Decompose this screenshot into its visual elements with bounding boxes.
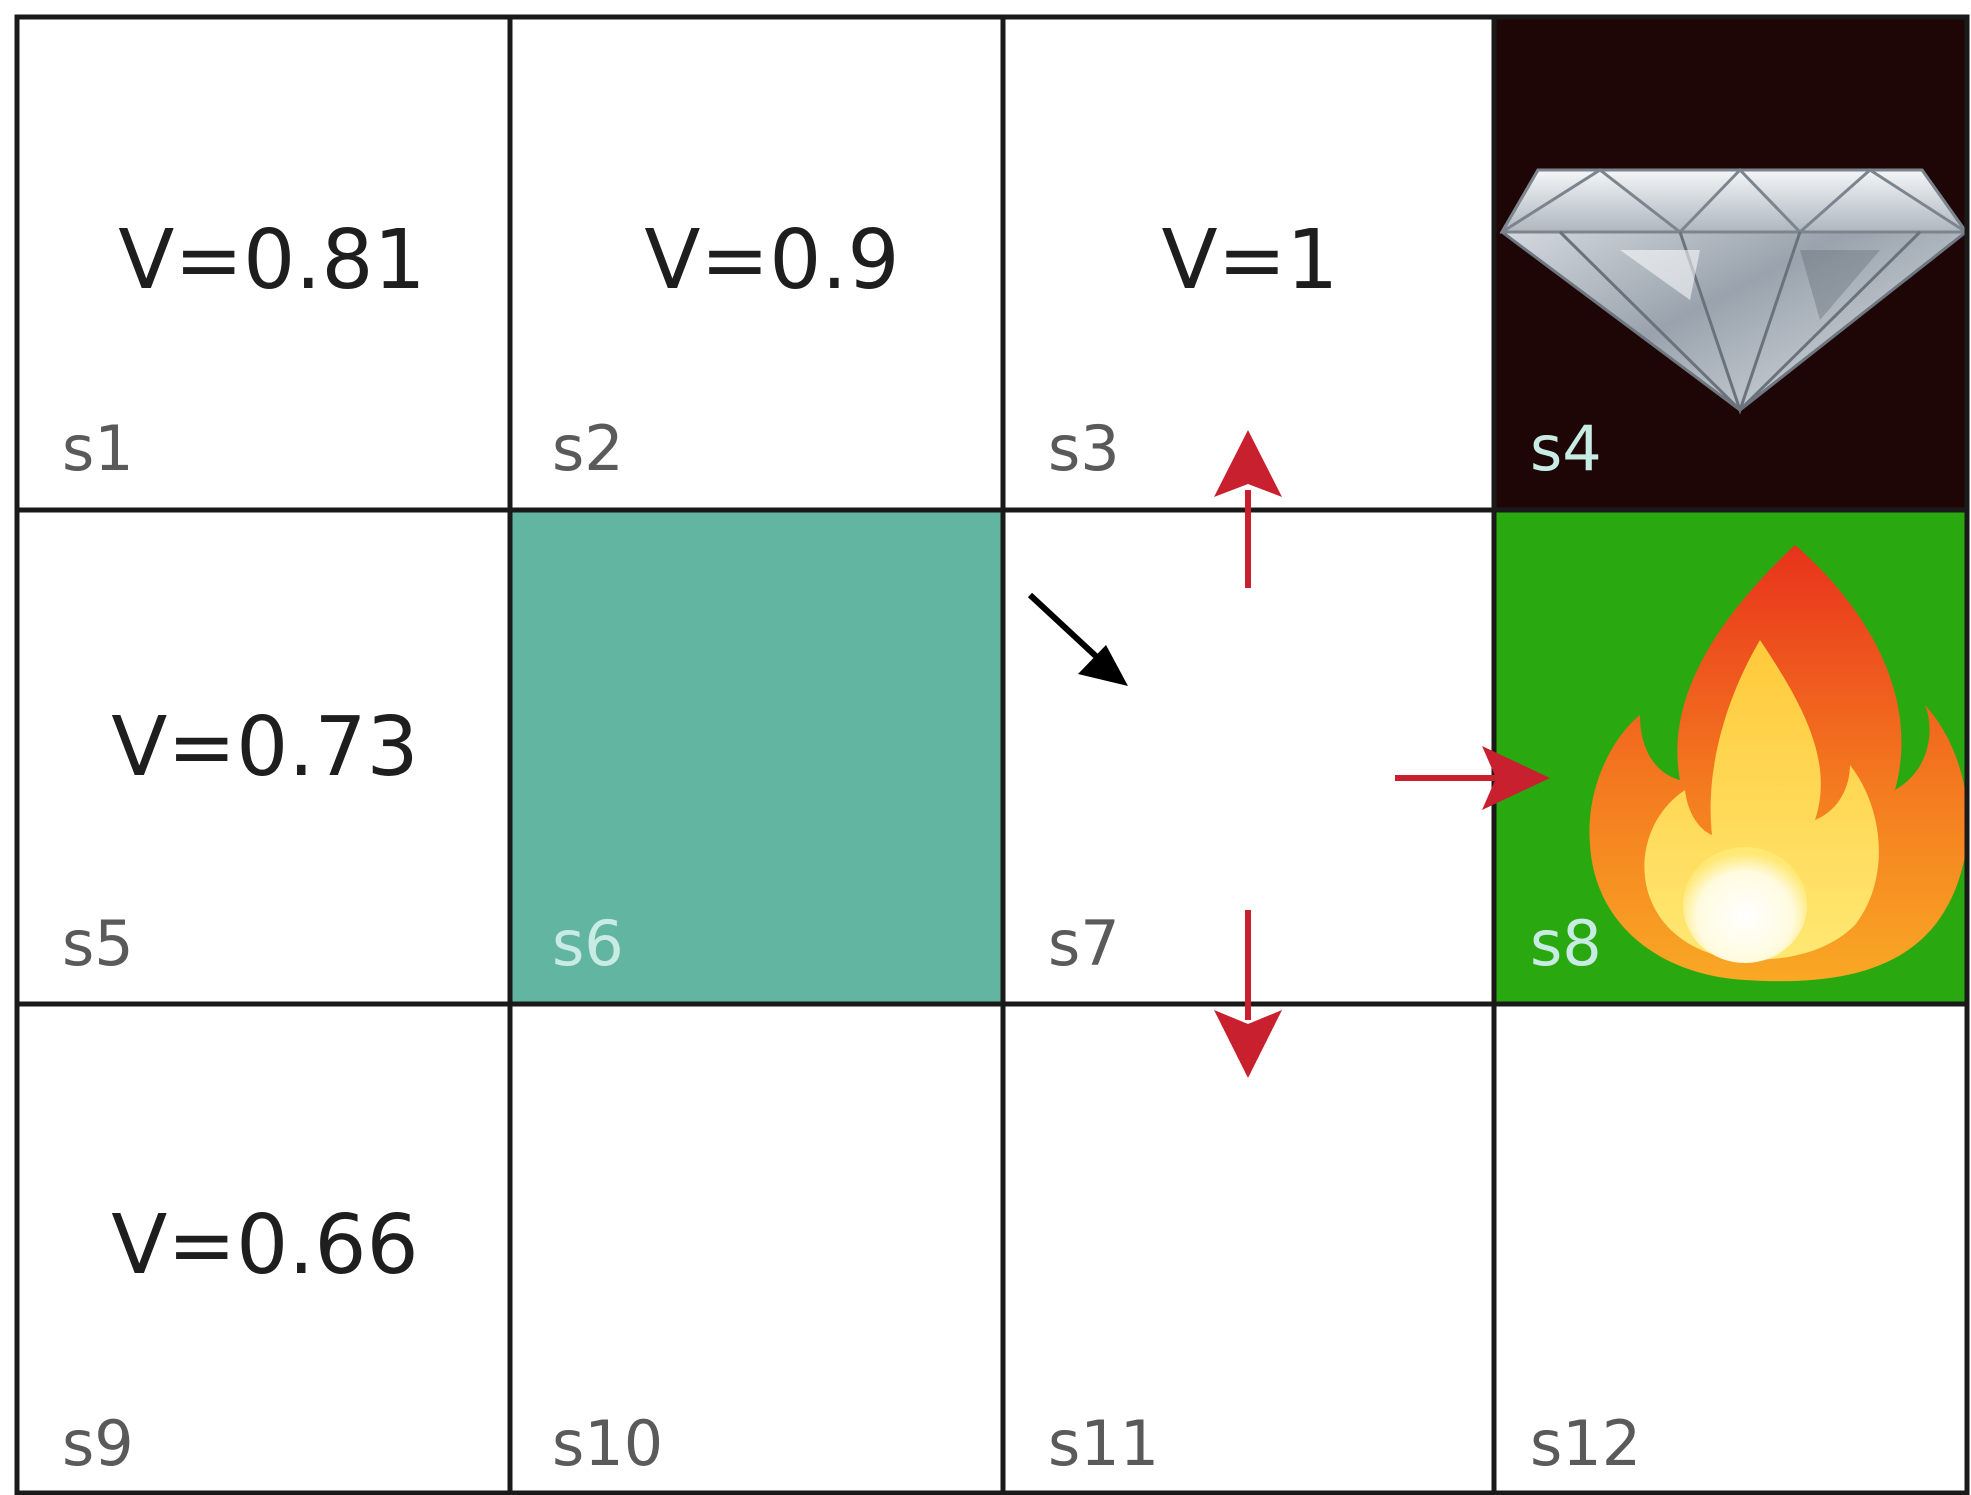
value-label-s5: V=0.73 [111, 700, 418, 795]
state-label-s12: s12 [1530, 1407, 1641, 1480]
state-label-s2: s2 [552, 412, 624, 485]
state-label-s6: s6 [552, 907, 624, 980]
state-label-s11: s11 [1048, 1407, 1159, 1480]
cell-s2 [510, 17, 1003, 510]
state-label-s7: s7 [1048, 907, 1120, 980]
state-label-s1: s1 [62, 412, 134, 485]
state-label-s5: s5 [62, 907, 134, 980]
state-label-s3: s3 [1048, 412, 1120, 485]
action-arrow-up [1214, 430, 1282, 588]
diamond-icon [1499, 167, 1969, 415]
action-arrow-right [1395, 746, 1550, 810]
agent-arrow [1027, 592, 1128, 686]
state-label-s4: s4 [1530, 412, 1602, 485]
cell-s10 [510, 1004, 1003, 1493]
value-label-s9: V=0.66 [111, 1198, 418, 1293]
cell-s6 [510, 510, 1003, 1004]
value-label-s1: V=0.81 [118, 213, 425, 308]
cell-s9 [17, 1004, 510, 1493]
fire-icon [1589, 545, 1968, 982]
state-label-s10: s10 [552, 1407, 663, 1480]
action-arrow-down [1214, 910, 1282, 1078]
state-label-s8: s8 [1530, 907, 1602, 980]
cell-s12 [1494, 1004, 1967, 1493]
value-label-s2: V=0.9 [644, 213, 899, 308]
cell-s3 [1003, 17, 1494, 510]
cell-s11 [1003, 1004, 1494, 1493]
value-label-s3: V=1 [1162, 213, 1339, 308]
cell-s1 [17, 17, 510, 510]
state-label-s9: s9 [62, 1407, 134, 1480]
cell-s5 [17, 510, 510, 1004]
